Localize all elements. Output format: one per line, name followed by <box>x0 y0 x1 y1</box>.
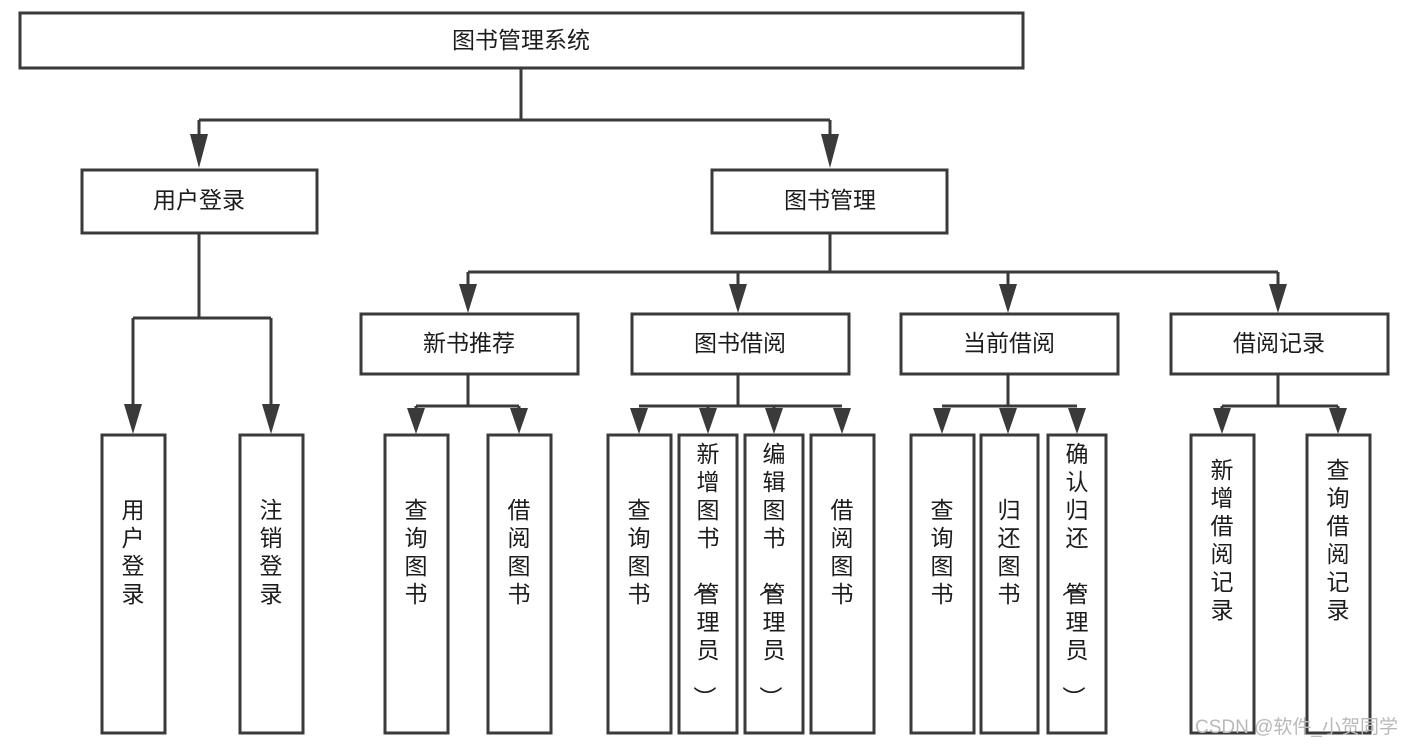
arrow-head-new-book-recommend <box>459 284 477 313</box>
node-leaf-borrow-book-2[interactable]: 借阅图书 <box>809 433 876 735</box>
node-leaf-query-book-1-box[interactable] <box>383 433 450 735</box>
node-leaf-user-login[interactable]: 用户登录 <box>100 433 167 735</box>
node-borrow-record-label: 借阅记录 <box>1233 330 1325 356</box>
node-leaf-user-login-label: 用户登录 <box>122 497 145 607</box>
node-leaf-edit-book[interactable]: 编辑图书（管理员） <box>743 433 805 735</box>
node-new-book-recommend-label: 新书推荐 <box>423 330 515 356</box>
node-book-management[interactable]: 图书管理 <box>710 168 949 235</box>
arrow-head-borrow-record <box>1269 284 1287 313</box>
node-leaf-add-record[interactable]: 新增借阅记录 <box>1189 433 1256 735</box>
node-leaf-return-book-box[interactable] <box>979 433 1040 735</box>
node-borrow-record[interactable]: 借阅记录 <box>1169 312 1390 376</box>
node-leaf-user-logout[interactable]: 注销登录 <box>238 433 305 735</box>
node-root[interactable]: 图书管理系统 <box>18 11 1025 70</box>
node-leaf-borrow-book-1[interactable]: 借阅图书 <box>486 433 553 735</box>
node-leaf-borrow-book-2-box[interactable] <box>809 433 876 735</box>
node-borrow-record-box[interactable] <box>1169 312 1390 376</box>
node-leaf-user-logout-box[interactable] <box>238 433 305 735</box>
node-book-borrow-label: 图书借阅 <box>694 330 786 356</box>
arrow-head-leaf-confirm-return <box>1068 408 1086 434</box>
node-root-box[interactable] <box>18 11 1025 70</box>
node-leaf-edit-book-label: 编辑图书（管理员） <box>758 441 786 709</box>
arrow-head-leaf-user-logout <box>262 404 280 434</box>
node-leaf-add-book-label: 新增图书（管理员） <box>692 441 720 709</box>
node-leaf-add-book-box[interactable] <box>677 433 739 735</box>
node-current-borrow-box[interactable] <box>899 312 1120 376</box>
node-book-borrow-box[interactable] <box>630 312 851 376</box>
node-book-management-label: 图书管理 <box>784 187 876 213</box>
node-leaf-edit-book-box[interactable] <box>743 433 805 735</box>
node-leaf-borrow-book-2-label: 借阅图书 <box>831 497 854 607</box>
node-leaf-confirm-return[interactable]: 确认归还（管理员） <box>1046 433 1108 735</box>
node-leaf-confirm-return-box[interactable] <box>1046 433 1108 735</box>
arrow-head-leaf-query-record <box>1329 408 1347 434</box>
node-current-borrow-label: 当前借阅 <box>963 330 1055 356</box>
arrow-head-leaf-user-login <box>124 404 142 434</box>
node-leaf-return-book-label: 归还图书 <box>998 497 1021 607</box>
node-leaf-confirm-return-label: 确认归还（管理员） <box>1061 441 1089 709</box>
node-new-book-recommend-box[interactable] <box>359 312 580 376</box>
node-leaf-add-book[interactable]: 新增图书（管理员） <box>677 433 739 735</box>
node-leaf-query-book-2-box[interactable] <box>606 433 673 735</box>
arrow-head-leaf-borrow-book-2 <box>833 408 851 434</box>
node-leaf-query-book-1[interactable]: 查询图书 <box>383 433 450 735</box>
arrow-head-leaf-query-book-3 <box>933 408 951 434</box>
node-user-login-box[interactable] <box>80 168 319 235</box>
arrow-head-leaf-edit-book <box>765 408 783 434</box>
node-user-login-label: 用户登录 <box>153 187 245 213</box>
node-current-borrow[interactable]: 当前借阅 <box>899 312 1120 376</box>
node-leaf-query-book-3[interactable]: 查询图书 <box>909 433 976 735</box>
arrow-head-book-management <box>821 134 839 168</box>
arrow-head-leaf-borrow-book-1 <box>510 408 528 434</box>
watermark-label: CSDN @软件_小贺同学 <box>1195 716 1398 738</box>
node-leaf-user-login-box[interactable] <box>100 433 167 735</box>
node-leaf-query-book-1-label: 查询图书 <box>405 497 428 607</box>
arrow-head-leaf-query-book-2 <box>630 408 648 434</box>
arrow-head-book-borrow <box>729 284 747 313</box>
node-root-label: 图书管理系统 <box>452 27 590 53</box>
node-book-management-box[interactable] <box>710 168 949 235</box>
arrow-head-leaf-return-book <box>999 408 1017 434</box>
node-user-login[interactable]: 用户登录 <box>80 168 319 235</box>
node-leaf-query-book-3-label: 查询图书 <box>931 497 954 607</box>
node-leaf-add-record-label: 新增借阅记录 <box>1211 457 1234 623</box>
node-leaf-add-record-box[interactable] <box>1189 433 1256 735</box>
node-leaf-query-record-box[interactable] <box>1305 433 1372 735</box>
node-leaf-query-book-2[interactable]: 查询图书 <box>606 433 673 735</box>
node-leaf-query-book-3-box[interactable] <box>909 433 976 735</box>
node-leaf-borrow-book-1-label: 借阅图书 <box>508 497 531 607</box>
arrow-head-leaf-add-record <box>1213 408 1231 434</box>
node-leaf-query-book-2-label: 查询图书 <box>628 497 651 607</box>
node-leaf-query-record-label: 查询借阅记录 <box>1327 457 1350 623</box>
node-leaf-borrow-book-1-box[interactable] <box>486 433 553 735</box>
arrow-head-user-login <box>190 134 208 168</box>
node-leaf-return-book[interactable]: 归还图书 <box>979 433 1040 735</box>
connector-layer <box>124 68 1347 434</box>
node-new-book-recommend[interactable]: 新书推荐 <box>359 312 580 376</box>
arrow-head-current-borrow <box>999 284 1017 313</box>
node-leaf-user-logout-label: 注销登录 <box>260 497 283 607</box>
node-book-borrow[interactable]: 图书借阅 <box>630 312 851 376</box>
arrow-head-leaf-add-book <box>699 408 717 434</box>
arrow-head-leaf-query-book-1 <box>407 408 425 434</box>
node-leaf-query-record[interactable]: 查询借阅记录 <box>1305 433 1372 735</box>
